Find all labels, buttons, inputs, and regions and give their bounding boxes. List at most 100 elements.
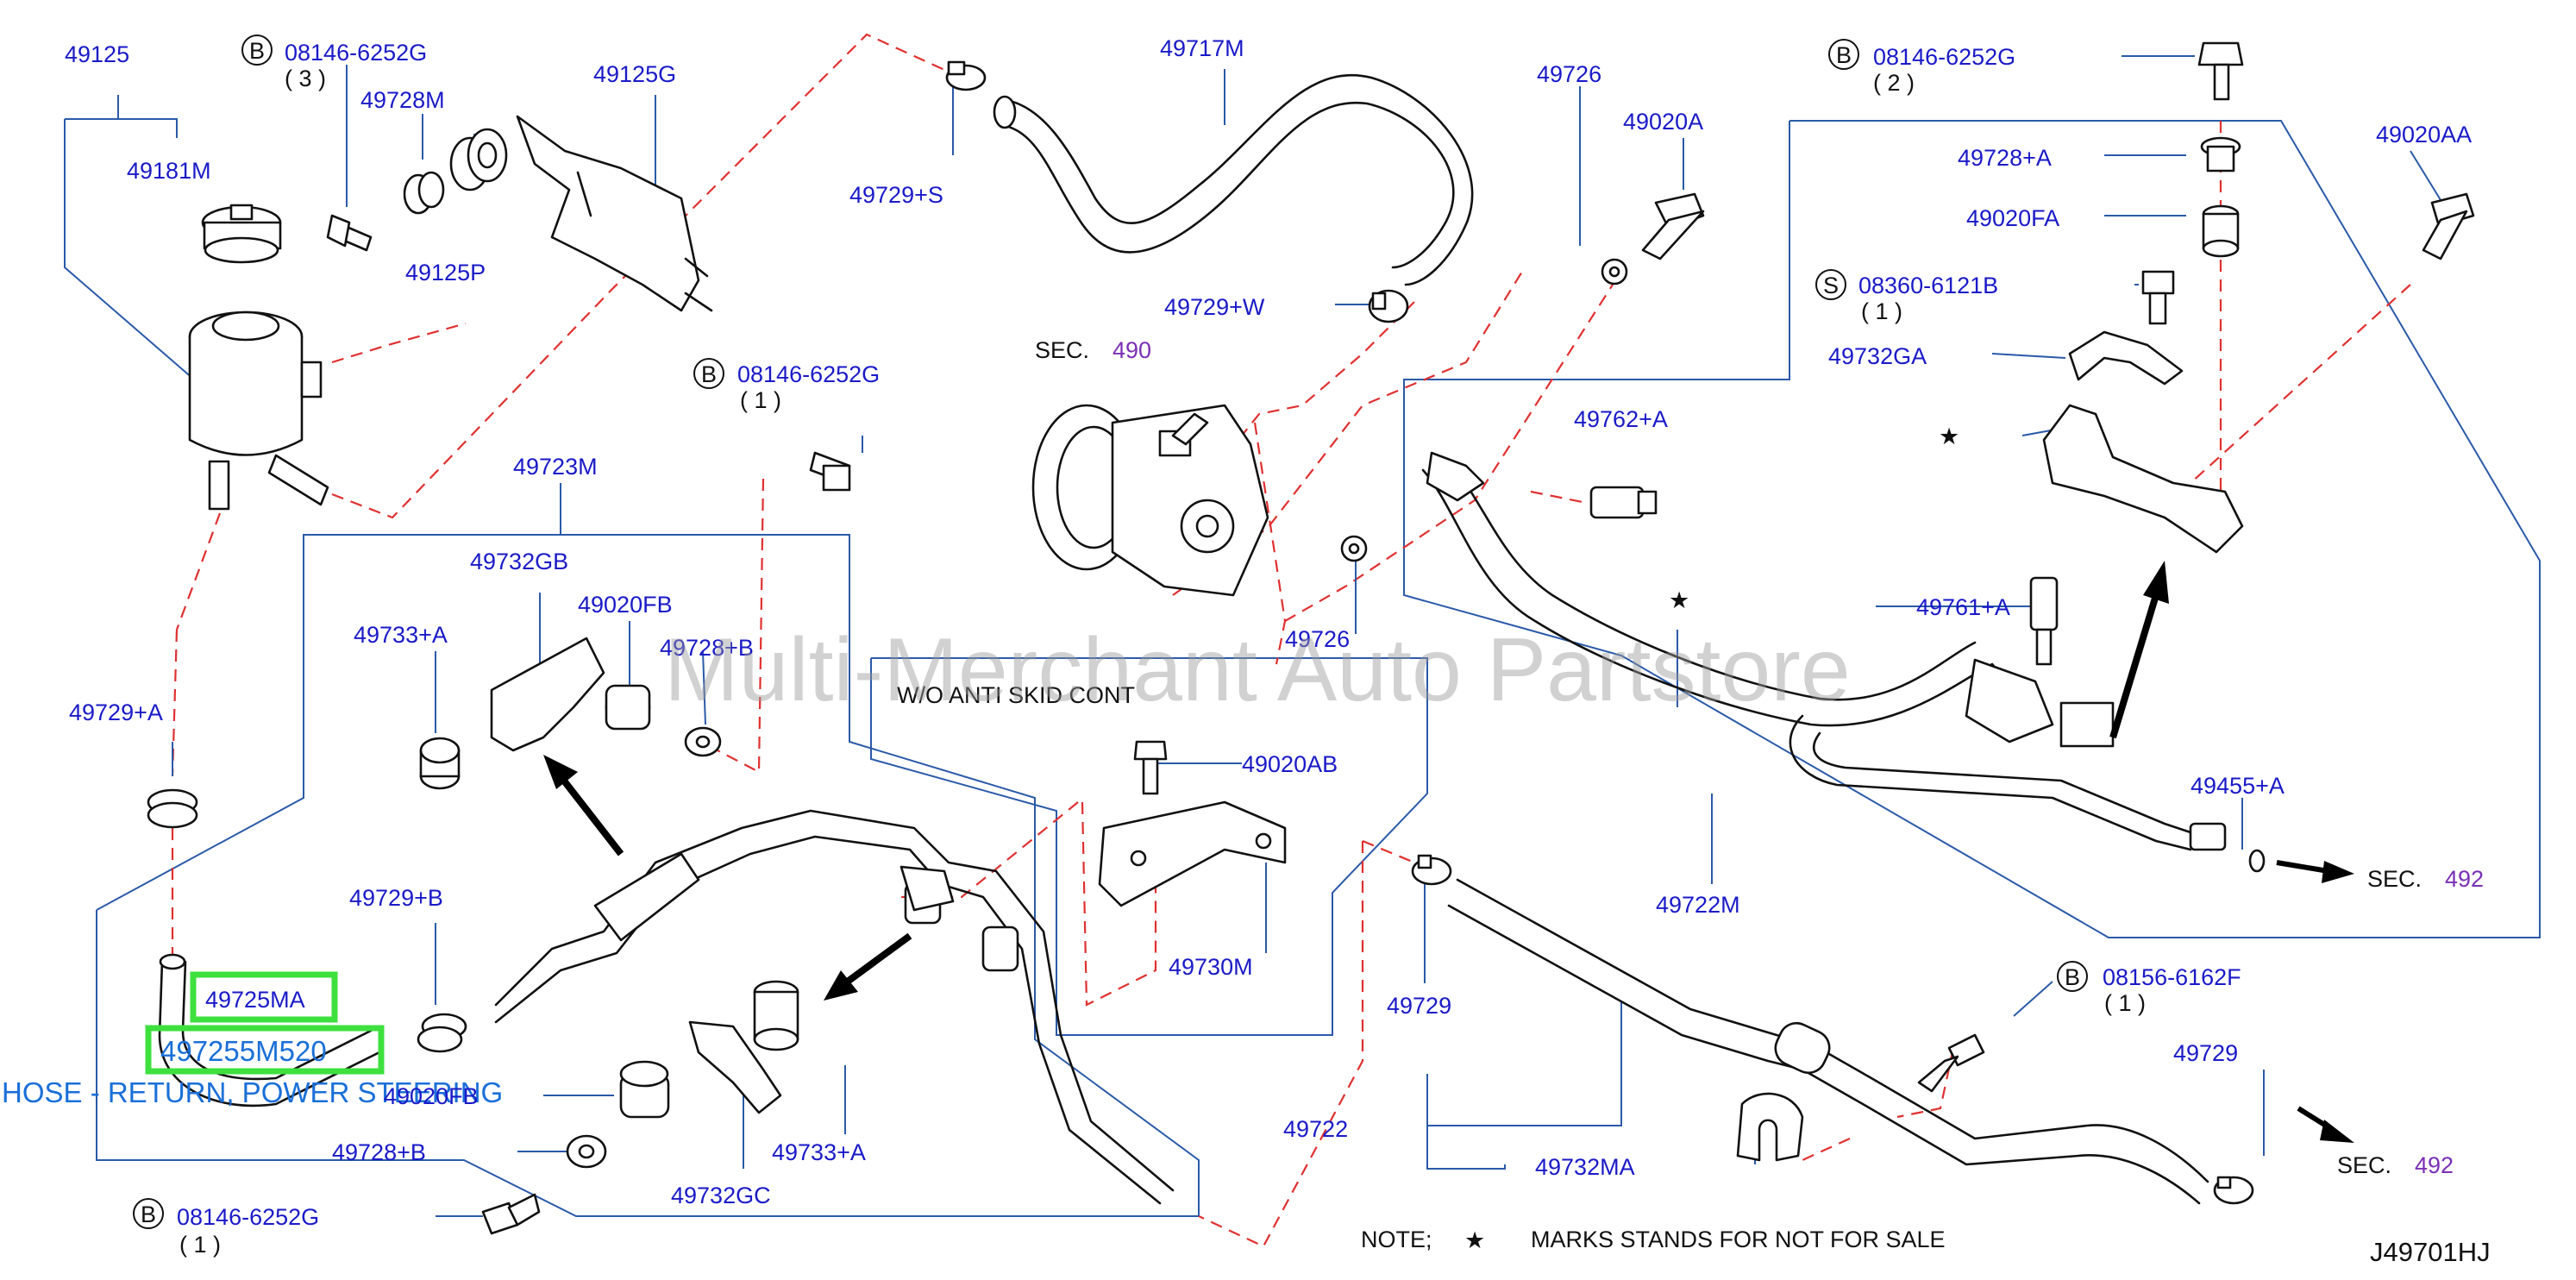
label-49732gb[interactable]: 49732GB	[470, 549, 568, 574]
bolt-icon-08156	[1917, 1033, 1985, 1093]
clamp-icon-49729b	[417, 1013, 467, 1053]
qty-bolt-top-right: ( 2 )	[1873, 70, 1915, 96]
label-49125[interactable]: 49125	[65, 41, 129, 67]
label-49762a[interactable]: 49762+A	[1574, 406, 1668, 432]
reservoir-tank-icon	[188, 311, 329, 511]
label-bolt-top-right[interactable]: 08146-6252G	[1873, 44, 2015, 70]
label-49728a[interactable]: 49728+A	[1958, 145, 2052, 171]
label-49728b-bottom[interactable]: 49728+B	[332, 1139, 426, 1165]
label-49732ga[interactable]: 49732GA	[1828, 343, 1927, 369]
label-49181m[interactable]: 49181M	[127, 158, 211, 184]
pressure-hose-icon	[1421, 451, 2266, 873]
circle-b-label-2: B	[701, 361, 717, 387]
grommet-icon-top-left	[403, 171, 445, 215]
label-49726-mid[interactable]: 49726	[1285, 626, 1350, 652]
circle-b-label-5: B	[2065, 964, 2080, 990]
label-49455a[interactable]: 49455+A	[2191, 773, 2285, 799]
sleeve-icon-49733a-bottom	[753, 980, 799, 1051]
return-tube-icon	[494, 809, 1175, 1205]
label-bolt-top-left[interactable]: 08146-6252G	[285, 40, 427, 66]
label-49728b-top[interactable]: 49728+B	[660, 635, 754, 661]
bolt-icon-bottom-left	[481, 1193, 541, 1235]
label-49729-right[interactable]: 49729	[2173, 1040, 2238, 1066]
circle-b-label-1: B	[249, 38, 265, 64]
bracket-icon-49732ga	[2068, 330, 2184, 386]
label-49020fb-top[interactable]: 49020FB	[578, 592, 673, 618]
grommet-icon-49728b-bottom	[566, 1134, 607, 1169]
bolt-icon-top-left	[326, 214, 373, 252]
circle-s-label: S	[1823, 273, 1839, 298]
label-49725ma[interactable]: 49725MA	[205, 987, 305, 1013]
bolt-icon-mid	[809, 451, 851, 492]
qty-bolt-08156: ( 1 )	[2104, 990, 2146, 1016]
label-49729s[interactable]: 49729+S	[849, 182, 943, 208]
label-49733a-bottom[interactable]: 49733+A	[772, 1139, 866, 1165]
label-bolt-mid[interactable]: 08146-6252G	[737, 361, 880, 387]
label-49729a[interactable]: 49729+A	[69, 700, 163, 725]
label-49723m[interactable]: 49723M	[513, 454, 598, 480]
label-49020aa[interactable]: 49020AA	[2376, 122, 2472, 147]
sec-492-prefix: SEC.	[2367, 866, 2422, 892]
star-marker-bracket: ★	[1939, 424, 1959, 449]
label-49020ab[interactable]: 49020AB	[1242, 751, 1338, 777]
sleeve-icon-49020fb-top	[605, 684, 651, 731]
screw-icon-08360	[2141, 270, 2175, 325]
sleeve-icon-top-left	[449, 128, 508, 191]
reservoir-bracket-icon	[516, 115, 713, 312]
label-49728m[interactable]: 49728M	[360, 87, 445, 113]
label-49717m[interactable]: 49717M	[1160, 35, 1244, 61]
note-prefix: NOTE;	[1361, 1227, 1432, 1252]
watermark: Multi-Merchant Auto Partstore	[664, 620, 1851, 720]
label-bolt-bottom-left[interactable]: 08146-6252G	[177, 1204, 319, 1230]
grommet-icon-49728b-top	[684, 726, 722, 757]
diagram-id: J49701HJ	[2370, 1237, 2491, 1267]
bracket-icon-49732gb	[490, 637, 605, 752]
label-49020fb-bottom[interactable]: 49020FB	[384, 1083, 479, 1109]
label-497255m520[interactable]: 497255M520	[160, 1035, 327, 1067]
label-49125g[interactable]: 49125G	[593, 61, 676, 87]
label-49020fa[interactable]: 49020FA	[1966, 205, 2059, 231]
circle-b-label-3: B	[1836, 42, 1852, 68]
label-bolt-08156[interactable]: 08156-6162F	[2103, 964, 2241, 990]
label-49730m[interactable]: 49730M	[1169, 954, 1253, 980]
sleeve-icon-49020fb-bottom	[619, 1060, 670, 1119]
sensor-icon-49761a	[2029, 576, 2059, 666]
label-49729w[interactable]: 49729+W	[1164, 294, 1265, 320]
bracket-icon-49730m	[1098, 800, 1287, 907]
assembly-boxes	[64, 95, 2541, 1217]
label-49726-top[interactable]: 49726	[1537, 61, 1601, 87]
label-49722[interactable]: 49722	[1283, 1116, 1348, 1142]
label-49722m[interactable]: 49722M	[1656, 892, 1740, 918]
label-49729-left[interactable]: 49729	[1387, 993, 1451, 1019]
part-drawings	[147, 41, 2475, 1235]
bolt-icon-49020aa	[2422, 192, 2475, 260]
label-49732ma[interactable]: 49732MA	[1535, 1154, 1635, 1180]
bracket-icon-star	[2042, 404, 2244, 554]
power-steering-pump-icon	[1031, 404, 1269, 597]
qty-screw-08360: ( 1 )	[1861, 298, 1902, 324]
sec-490-link[interactable]: 490	[1113, 337, 1151, 363]
return-hose-icon-49722	[1447, 878, 2209, 1205]
clamp-icon-49729s	[945, 60, 987, 91]
label-49733a-top[interactable]: 49733+A	[354, 622, 448, 648]
qty-bolt-top-left: ( 3 )	[285, 66, 326, 91]
bolt-icon-49020ab	[1133, 740, 1168, 795]
note-star: ★	[1464, 1227, 1485, 1253]
label-49729b[interactable]: 49729+B	[349, 885, 443, 911]
label-screw-08360[interactable]: 08360-6121B	[1858, 273, 1998, 298]
label-49732gc[interactable]: 49732GC	[671, 1183, 771, 1208]
sec-490-prefix: SEC.	[1035, 337, 1089, 363]
bolt-icon-49020a	[1641, 192, 1705, 260]
label-49761a[interactable]: 49761+A	[1916, 594, 2010, 620]
clamp-icon-49732ma	[1736, 1092, 1804, 1162]
leader-lines	[172, 55, 2446, 1217]
sec-492b-link[interactable]: 492	[2415, 1152, 2454, 1178]
direction-arrows	[543, 561, 2354, 1143]
label-49020a[interactable]: 49020A	[1623, 109, 1703, 135]
sec-492-link[interactable]: 492	[2445, 866, 2484, 892]
label-49125p[interactable]: 49125P	[405, 260, 486, 285]
clamp-icon-49729a	[147, 788, 198, 829]
clamp-icon-49729-right	[2213, 1176, 2254, 1205]
